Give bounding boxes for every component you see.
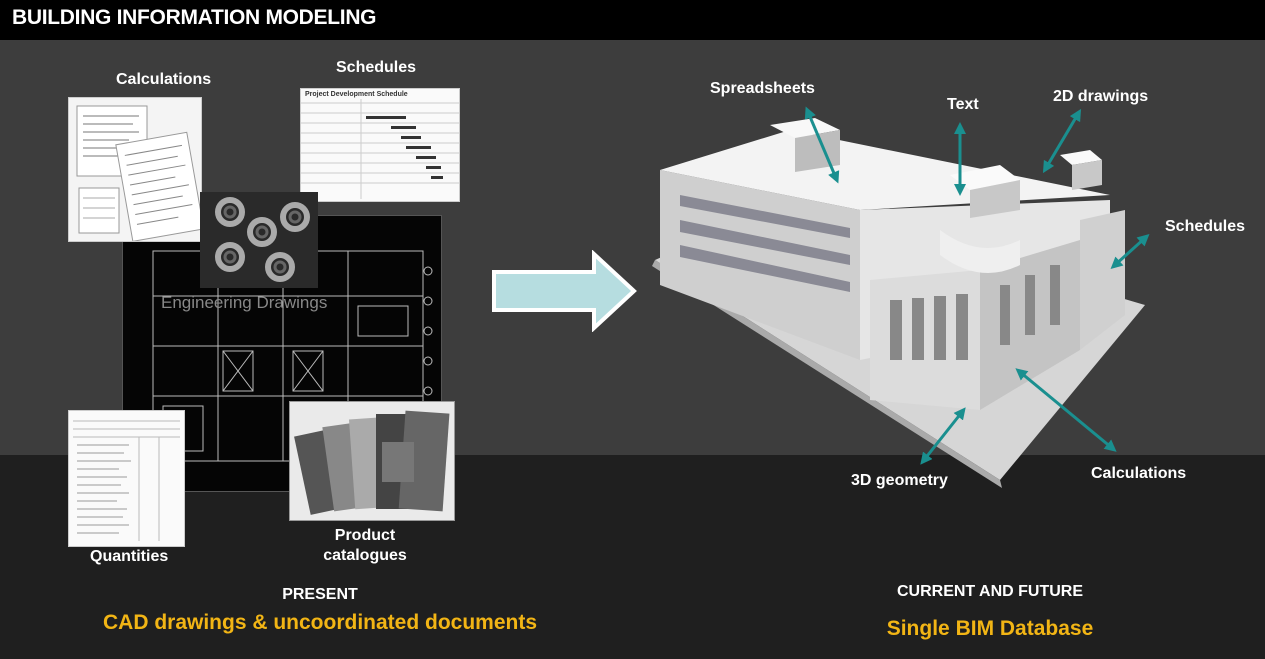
left-label-calculations: Calculations	[116, 71, 212, 88]
right-label-calculations: Calculations	[1091, 465, 1187, 482]
left-label-schedules: Schedules	[336, 59, 417, 76]
arrow-spreadsheets	[804, 106, 840, 184]
schedule-document-image: Project Development Schedule	[300, 88, 460, 202]
product-catalogues-line1: Product	[334, 527, 396, 544]
product-catalogues-line2: catalogues	[323, 547, 407, 564]
left-headline: CAD drawings & uncoordinated documents	[102, 611, 538, 634]
left-label-product-catalogues: Product catalogues	[300, 526, 430, 566]
arrow-calculations	[1015, 368, 1117, 452]
quantities-document-image	[68, 410, 185, 547]
right-headline: Single BIM Database	[886, 617, 1094, 640]
right-label-spreadsheets: Spreadsheets	[710, 80, 815, 97]
page-title: BUILDING INFORMATION MODELING	[12, 6, 377, 29]
pipes-photo-image	[200, 192, 318, 288]
arrow-2d-drawings	[1042, 108, 1082, 174]
svg-text:Engineering Drawings: Engineering Drawings	[161, 293, 327, 312]
right-caption: CURRENT AND FUTURE	[896, 583, 1084, 600]
product-catalogues-image	[289, 401, 455, 521]
calculations-document-image	[68, 97, 202, 242]
right-label-3d-geometry: 3D geometry	[851, 472, 948, 489]
arrow-schedules	[1110, 233, 1150, 270]
cad-linework: Engineering Drawings	[152, 250, 433, 462]
arrow-3d-geometry	[920, 407, 966, 465]
left-label-quantities: Quantities	[90, 548, 169, 565]
transition-arrow-icon	[492, 250, 637, 332]
right-label-text: Text	[947, 96, 979, 113]
right-label-schedules: Schedules	[1165, 218, 1246, 235]
left-caption: PRESENT	[282, 586, 358, 603]
right-label-2d-drawings: 2D drawings	[1053, 88, 1149, 105]
title-bar	[0, 0, 1265, 40]
schedule-doc-title: Project Development Schedule	[305, 91, 408, 98]
